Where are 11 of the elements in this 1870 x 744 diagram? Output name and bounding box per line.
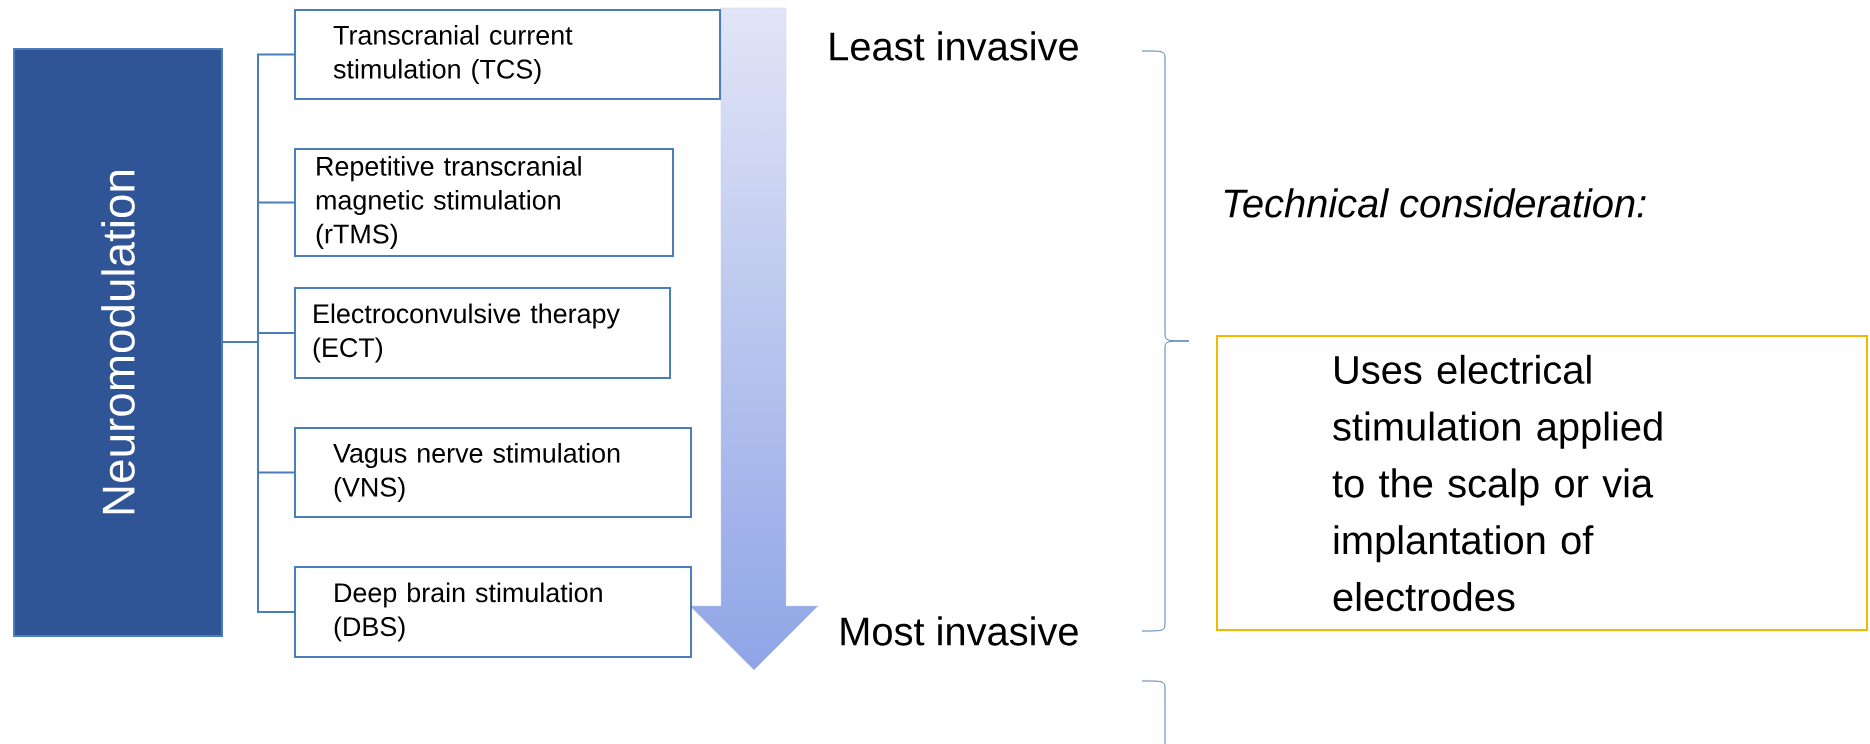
method-box: Vagus nerve stimulation (VNS) <box>294 427 692 518</box>
heading: Technical consideration: <box>1224 188 1646 218</box>
connector <box>221 341 295 613</box>
method-box: Electroconvulsive therapy (ECT) <box>294 287 671 379</box>
note-box: Uses electrical stimulation applied to the scalp or via implantation of electrodes <box>1216 335 1868 631</box>
method-box: Transcranial current stimulation (TCS) <box>294 9 721 100</box>
category-box: Neuromodulation <box>13 48 223 637</box>
side-label: Most invasive <box>841 616 1078 646</box>
method-box: Repetitive transcranial magnetic stimulation (rTMS) <box>294 148 674 257</box>
side-label: Least invasive <box>830 31 1078 61</box>
method-box: Deep brain stimulation (DBS) <box>294 566 692 658</box>
